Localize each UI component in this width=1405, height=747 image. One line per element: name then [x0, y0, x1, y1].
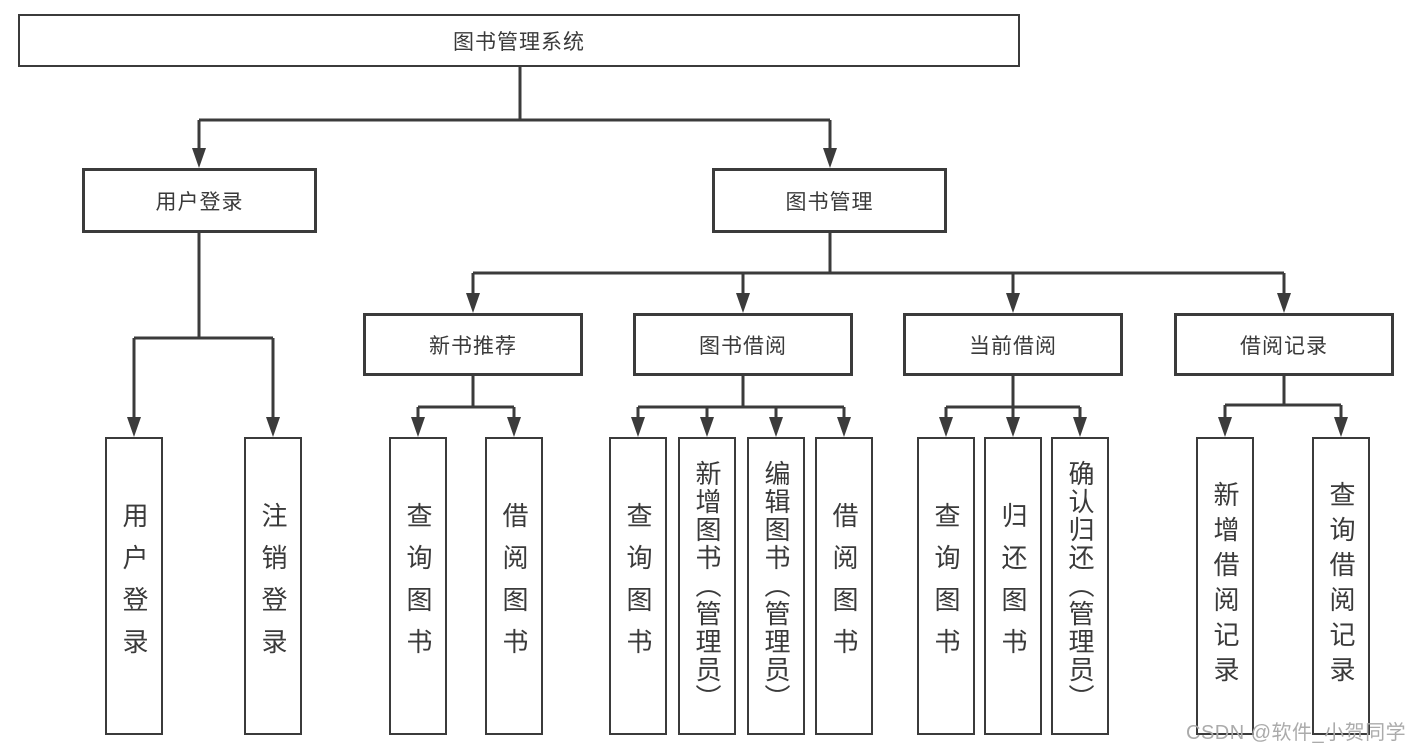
node-user-login-label: 用户登录 — [155, 190, 244, 214]
leaf-query-books-recommend-label: 查询图书 — [403, 502, 433, 670]
leaf-edit-book-admin: 编辑图书（管理员） — [747, 437, 805, 735]
leaf-return-book: 归还图书 — [984, 437, 1042, 735]
node-book-borrow: 图书借阅 — [633, 313, 853, 376]
node-root: 图书管理系统 — [18, 14, 1020, 67]
leaf-query-books-current-label: 查询图书 — [931, 502, 961, 670]
leaf-borrow-books-recommend: 借阅图书 — [485, 437, 543, 735]
leaf-logout: 注销登录 — [244, 437, 302, 735]
watermark: CSDN @软件_小贺同学 — [1186, 722, 1405, 744]
leaf-query-borrow-record: 查询借阅记录 — [1312, 437, 1370, 735]
node-new-book-recommend: 新书推荐 — [363, 313, 583, 376]
leaf-query-borrow-record-label: 查询借阅记录 — [1326, 481, 1356, 691]
leaf-user-login: 用户登录 — [105, 437, 163, 735]
node-book-management: 图书管理 — [712, 168, 947, 233]
leaf-return-book-label: 归还图书 — [998, 502, 1028, 670]
leaf-borrow-books-recommend-label: 借阅图书 — [499, 502, 529, 670]
connector-user-login-to-leaves — [134, 233, 273, 340]
leaf-borrow-books: 借阅图书 — [815, 437, 873, 735]
leaf-add-borrow-record: 新增借阅记录 — [1196, 437, 1254, 735]
leaf-add-book-admin-label: 新增图书（管理员） — [692, 460, 722, 712]
arrow-heads — [127, 148, 1348, 437]
leaf-query-books-recommend: 查询图书 — [389, 437, 447, 735]
node-book-management-label: 图书管理 — [785, 190, 874, 214]
node-current-borrow-label: 当前借阅 — [969, 334, 1057, 358]
node-borrow-records-label: 借阅记录 — [1240, 334, 1328, 358]
node-root-label: 图书管理系统 — [453, 30, 585, 54]
leaf-add-book-admin: 新增图书（管理员） — [678, 437, 736, 735]
leaf-confirm-return-admin: 确认归还（管理员） — [1051, 437, 1109, 735]
leaf-confirm-return-admin-label: 确认归还（管理员） — [1065, 460, 1095, 712]
leaf-query-books-borrow: 查询图书 — [609, 437, 667, 735]
connector-book-borrow-to-leaves — [638, 376, 844, 409]
node-borrow-records: 借阅记录 — [1174, 313, 1394, 376]
connector-root-to-level1 — [199, 67, 830, 122]
leaf-add-borrow-record-label: 新增借阅记录 — [1210, 481, 1240, 691]
connector-new-book-to-leaves — [418, 376, 514, 409]
leaf-query-books-borrow-label: 查询图书 — [623, 502, 653, 670]
connector-current-borrow-to-leaves — [946, 376, 1080, 409]
node-book-borrow-label: 图书借阅 — [699, 334, 787, 358]
leaf-logout-label: 注销登录 — [258, 502, 288, 670]
leaf-query-books-current: 查询图书 — [917, 437, 975, 735]
connector-book-management-to-level2 — [473, 233, 1284, 275]
node-user-login: 用户登录 — [82, 168, 317, 233]
leaf-edit-book-admin-label: 编辑图书（管理员） — [761, 460, 791, 712]
leaf-user-login-label: 用户登录 — [119, 502, 149, 670]
node-current-borrow: 当前借阅 — [903, 313, 1123, 376]
connector-borrow-records-to-leaves — [1225, 376, 1341, 407]
leaf-borrow-books-label: 借阅图书 — [829, 502, 859, 670]
node-new-book-recommend-label: 新书推荐 — [429, 334, 517, 358]
